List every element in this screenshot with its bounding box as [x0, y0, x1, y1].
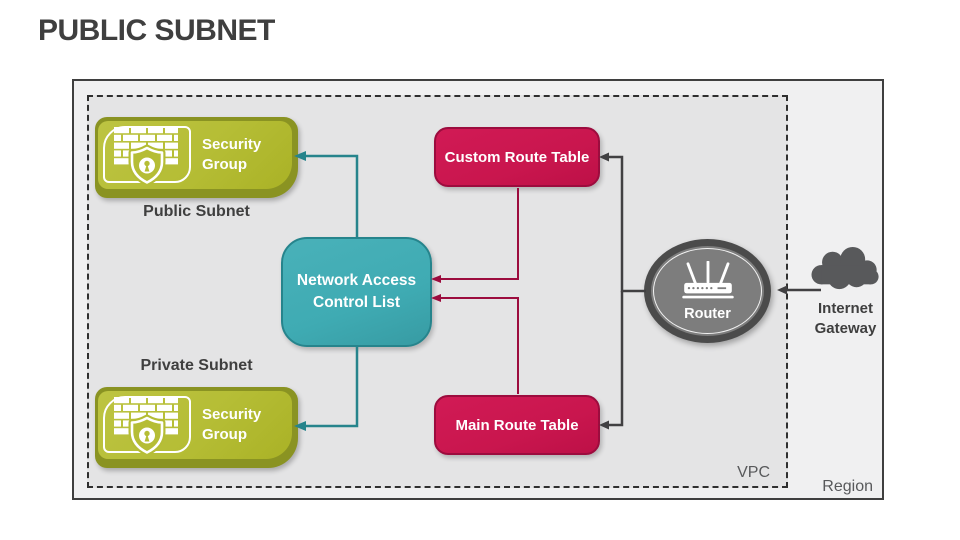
node-label: Security Group	[202, 135, 262, 173]
security-group-plaque: Security Group	[98, 121, 292, 189]
node-private-security-group: Security Group	[95, 387, 298, 468]
node-public-security-group: Security Group	[95, 117, 298, 198]
node-label: Custom Route Table	[444, 148, 590, 166]
firewall-shield-icon	[103, 126, 191, 184]
router-icon	[679, 260, 737, 306]
node-label: Router	[684, 305, 731, 322]
router-inner-ring: Router	[653, 248, 762, 334]
private-subnet-caption: Private Subnet	[140, 357, 253, 374]
node-label: Internet Gateway	[814, 300, 877, 338]
node-network-access-control-list: Network Access Control List	[281, 237, 432, 347]
node-internet-gateway: Internet Gateway	[798, 246, 893, 340]
node-custom-route-table: Custom Route Table	[434, 127, 600, 187]
page-title: PUBLIC SUBNET	[38, 14, 275, 47]
firewall-shield-icon	[103, 396, 191, 454]
security-group-plaque: Security Group	[98, 391, 292, 459]
region-label: Region	[822, 478, 873, 495]
cloud-icon	[806, 246, 886, 296]
node-label: Main Route Table	[455, 416, 579, 434]
node-label: Network Access Control List	[296, 271, 417, 311]
vpc-label: VPC	[737, 464, 770, 481]
node-main-route-table: Main Route Table	[434, 395, 600, 455]
node-router: Router	[644, 239, 771, 343]
public-subnet-caption: Public Subnet	[143, 203, 250, 220]
node-label: Security Group	[202, 405, 262, 443]
